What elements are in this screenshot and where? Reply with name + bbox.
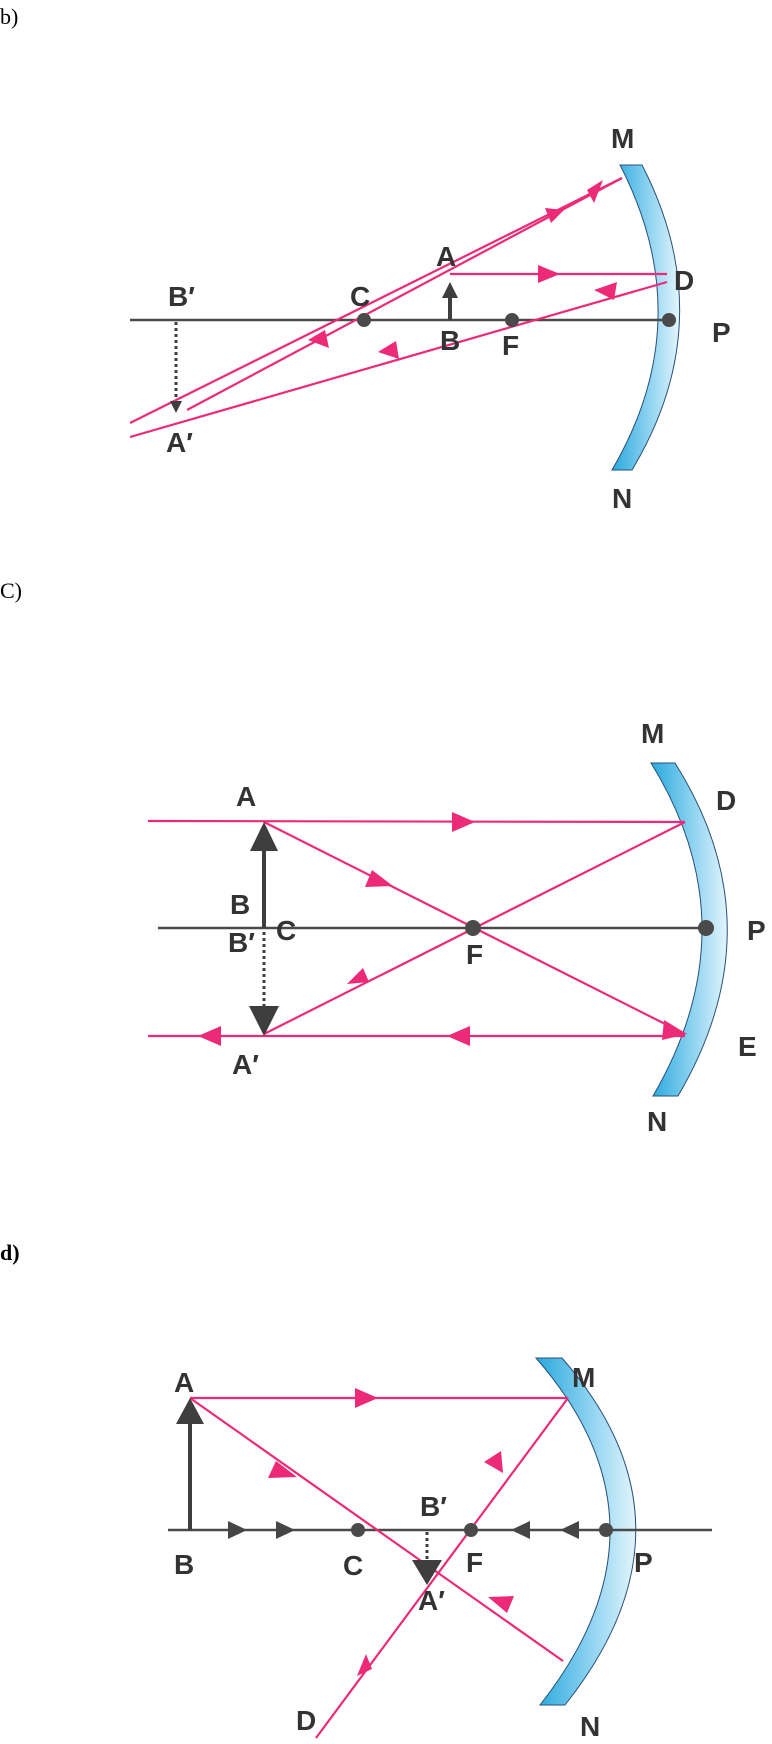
ray-arrow [662,1020,687,1040]
label-b-prime: B′ [420,1491,447,1522]
ray-arrow [484,1451,503,1473]
point-p [662,313,676,327]
axis-arrow [228,1521,247,1539]
ray-arrow [594,282,617,300]
label-m: M [641,718,664,749]
ray-arrow [452,812,475,832]
point-f [505,313,519,327]
diagram-b: M N A B C F D P B′ A′ [129,123,731,514]
ray-arrow [538,265,560,283]
ray-arrow [378,341,399,359]
label-n: N [580,1711,600,1742]
label-c: C [343,1550,363,1581]
diagram-c: M N A B C F D E P B′ A′ [147,718,766,1137]
label-n: N [647,1106,667,1137]
image-arrow-head [249,1006,279,1036]
object-arrow-head [442,282,458,298]
point-p [599,1523,613,1537]
label-p: P [747,915,766,946]
ray-arrow [447,1026,470,1046]
label-p: P [634,1547,653,1578]
axis-arrow [511,1521,530,1539]
point-f [465,920,481,936]
object-arrow-head [176,1398,204,1424]
label-b: B [230,889,250,920]
ray-arrow [365,870,393,887]
label-b: B [440,325,460,356]
ray-reflected-d [129,280,668,439]
image-arrow-head [170,401,182,413]
concave-mirror [611,164,681,471]
label-d: D [674,265,694,296]
label-d: D [296,1705,316,1736]
ray-arrow [545,208,564,223]
label-f: F [502,330,519,361]
label-a: A [174,1367,194,1398]
part-c-label: C) [0,578,22,603]
ray-arrow [347,968,369,984]
label-a-prime: A′ [418,1585,445,1616]
point-c [357,313,371,327]
label-c: C [350,281,370,312]
label-p: P [712,317,731,348]
label-m: M [572,1362,595,1393]
axis-arrow [276,1521,295,1539]
label-a-prime: A′ [232,1049,259,1080]
ray-arrow [198,1026,221,1046]
label-f: F [466,1547,483,1578]
label-a-prime: A′ [166,427,193,458]
label-a: A [236,781,256,812]
concave-mirror [650,762,728,1097]
label-m: M [611,123,634,154]
point-p [698,920,714,936]
ray-arrow [355,1388,378,1408]
label-c: C [276,915,296,946]
label-d: D [716,785,736,816]
ray-incident-parallel [147,819,686,824]
point-f [464,1523,478,1537]
axis-arrow [560,1521,579,1539]
label-n: N [612,483,632,514]
part-b-label: b) [0,4,19,29]
ray-m-through-f [315,1397,569,1739]
label-f: F [466,939,483,970]
ray-arrow [308,330,329,348]
part-d-label: d) [0,1240,20,1265]
point-c [351,1523,365,1537]
ray-arrow [357,1654,372,1676]
ray-a-to-mirror-top [129,177,623,424]
concave-mirror [534,1357,637,1706]
image-arrow-head [412,1560,442,1585]
ray-a-through-c [189,1397,564,1662]
label-e: E [738,1031,757,1062]
label-a: A [436,241,456,272]
label-b-prime: B′ [228,927,255,958]
ray-arrow [587,180,603,203]
label-b: B [174,1549,194,1580]
diagram-d: M N A B C F D P B′ A′ [168,1357,712,1742]
object-arrow-head [250,822,278,851]
label-b-prime: B′ [168,281,195,312]
ray-arrow [268,1461,297,1478]
ray-arrow [488,1596,514,1613]
